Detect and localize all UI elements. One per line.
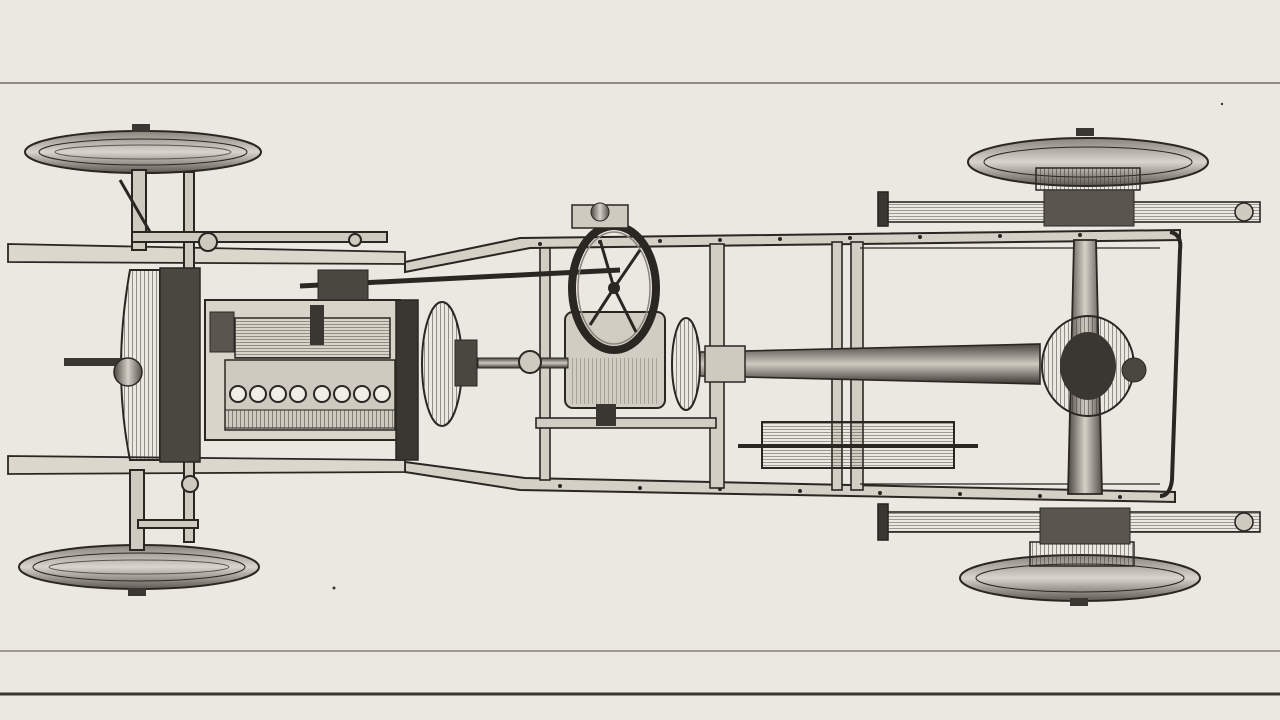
rear-axle [1041, 239, 1147, 495]
steering-wheel [299, 202, 660, 354]
border-rules [0, 82, 1280, 696]
radiator [64, 267, 201, 463]
propeller-shaft [477, 343, 1041, 385]
rear-wheel-top [967, 128, 1209, 227]
front-wheel-bottom [18, 544, 260, 596]
engine-block [204, 299, 401, 441]
front-wheel-top [24, 124, 262, 174]
rear-wheel-bottom [959, 507, 1201, 606]
ink-specks [332, 102, 1224, 590]
silencer [738, 421, 978, 469]
flywheel [395, 299, 478, 461]
